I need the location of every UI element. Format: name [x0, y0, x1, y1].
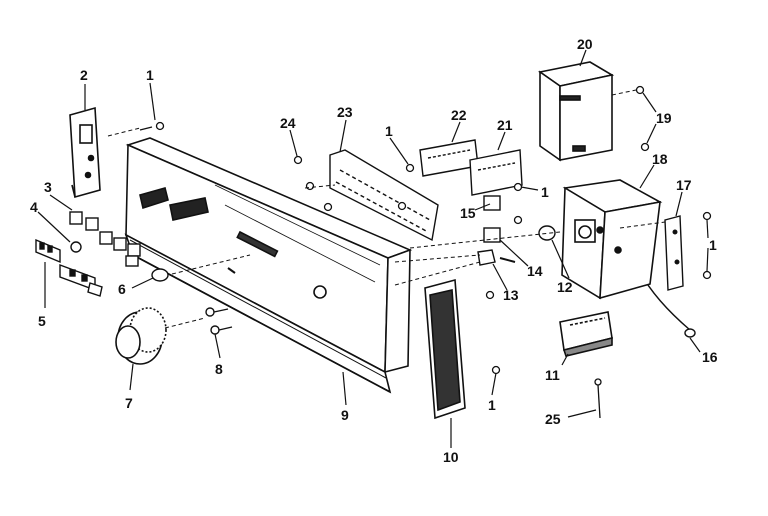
- part-label-1-center: 1: [385, 123, 393, 139]
- part-label-1-top-left: 1: [146, 67, 154, 83]
- part-label-2: 2: [80, 67, 88, 83]
- part-label-8: 8: [215, 361, 223, 377]
- part-number-labels: 1 2 3 4 5 6 7 8 9 10 1 11 12 13 14 15 16…: [30, 36, 718, 465]
- part-label-18: 18: [652, 151, 668, 167]
- part-label-1-right: 1: [709, 237, 717, 253]
- thin-board-drawing: [664, 215, 684, 291]
- part-label-17: 17: [676, 177, 692, 193]
- vent-grille-drawing: [424, 278, 466, 420]
- part-label-10: 10: [443, 449, 459, 465]
- bracket-drawing: [69, 106, 101, 199]
- part-label-12: 12: [557, 279, 573, 295]
- part-label-15: 15: [460, 205, 476, 221]
- part-label-13: 13: [503, 287, 519, 303]
- cover-box-drawing: [538, 61, 615, 162]
- part-label-23: 23: [337, 104, 353, 120]
- part-label-9: 9: [341, 407, 349, 423]
- part-label-19: 19: [656, 110, 672, 126]
- part-label-11: 11: [545, 367, 560, 383]
- relay-block-drawing: [559, 311, 613, 357]
- part-label-25: 25: [545, 411, 561, 427]
- washer-drawing: [70, 241, 82, 253]
- part-label-7: 7: [125, 395, 133, 411]
- part-label-22: 22: [451, 107, 467, 123]
- part-label-1-lower: 1: [488, 397, 496, 413]
- control-panel-drawing: [124, 137, 413, 394]
- knob-insert-drawing: [151, 268, 169, 282]
- part-label-16: 16: [702, 349, 718, 365]
- rotary-knob-drawing: [115, 307, 167, 365]
- timer-module-drawing: [561, 179, 663, 300]
- part-label-20: 20: [577, 36, 593, 52]
- pushbutton-keys-drawing: [69, 211, 141, 267]
- terminal-strip-drawing: [329, 149, 439, 242]
- terminal-blocks-drawing: [419, 139, 523, 196]
- part-label-21: 21: [497, 117, 513, 133]
- part-label-3: 3: [44, 179, 52, 195]
- leader-lines: [37, 49, 709, 448]
- part-label-6: 6: [118, 281, 126, 297]
- part-label-14: 14: [527, 263, 543, 279]
- part-label-5: 5: [38, 313, 46, 329]
- capacitor-drawing: [538, 225, 556, 241]
- alignment-lines: [107, 89, 666, 329]
- screw-8-drawing: [205, 307, 233, 335]
- part-label-1-mid-right: 1: [541, 184, 549, 200]
- part-label-4: 4: [30, 199, 38, 215]
- part-label-24: 24: [280, 115, 296, 131]
- switch-strip-drawing: [35, 238, 103, 297]
